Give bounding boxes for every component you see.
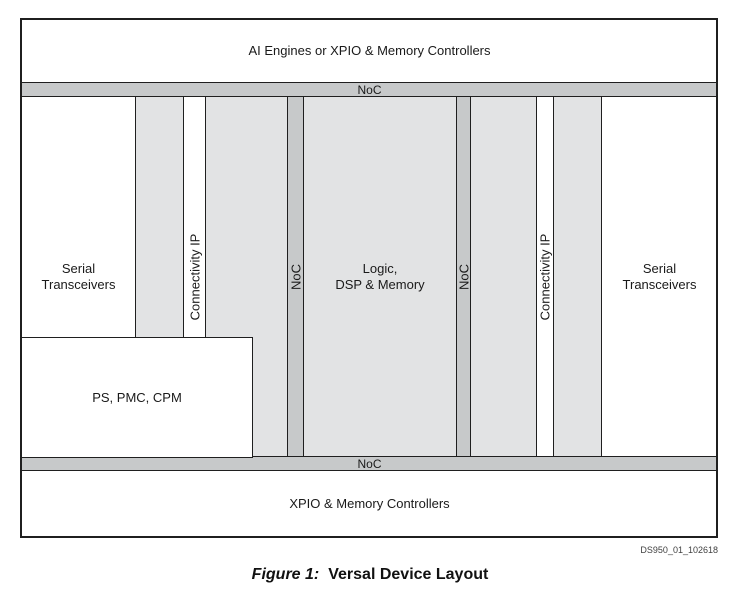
logic-label-line1: Logic, xyxy=(362,260,398,276)
figure-caption-label: Figure 1: xyxy=(251,566,320,583)
connectivity-ip-right-label: Connectivity IP xyxy=(537,233,553,320)
block-xpio-memory-controllers: XPIO & Memory Controllers xyxy=(21,470,718,538)
block-ai-engines: AI Engines or XPIO & Memory Controllers xyxy=(21,18,718,83)
block-fabric-strip-3 xyxy=(470,96,537,457)
block-connectivity-ip-right: Connectivity IP xyxy=(536,96,554,457)
serial-left-line1: Serial xyxy=(61,260,96,276)
block-noc-column-right: NoC xyxy=(456,96,471,457)
xpio-label: XPIO & Memory Controllers xyxy=(289,496,450,511)
block-noc-top-label: NoC xyxy=(357,82,382,97)
serial-left-line2: Transceivers xyxy=(41,276,116,292)
block-noc-top: NoC xyxy=(21,82,718,97)
figure-caption-title: Versal Device Layout xyxy=(328,566,489,583)
serial-right-line2: Transceivers xyxy=(622,276,697,292)
block-logic-dsp-memory: Logic, DSP & Memory xyxy=(303,96,457,457)
connectivity-ip-left-label: Connectivity IP xyxy=(187,233,202,320)
block-fabric-strip-4 xyxy=(553,96,602,457)
document-id: DS950_01_102618 xyxy=(640,545,718,555)
serial-right-line1: Serial xyxy=(642,260,677,276)
block-ai-engines-label: AI Engines or XPIO & Memory Controllers xyxy=(248,42,491,58)
block-ps-pmc-cpm: PS, PMC, CPM xyxy=(21,337,253,458)
block-noc-bottom: NoC xyxy=(21,456,718,471)
ps-pmc-cpm-label: PS, PMC, CPM xyxy=(92,389,182,405)
block-noc-bottom-label: NoC xyxy=(357,456,382,471)
block-noc-column-left: NoC xyxy=(287,96,304,457)
logic-label-line2: DSP & Memory xyxy=(335,276,425,292)
noc-column-right-label: NoC xyxy=(456,263,471,290)
figure-caption: Figure 1: Versal Device Layout xyxy=(0,566,740,584)
noc-column-left-label: NoC xyxy=(288,263,303,290)
block-serial-transceivers-right: Serial Transceivers xyxy=(601,96,718,457)
